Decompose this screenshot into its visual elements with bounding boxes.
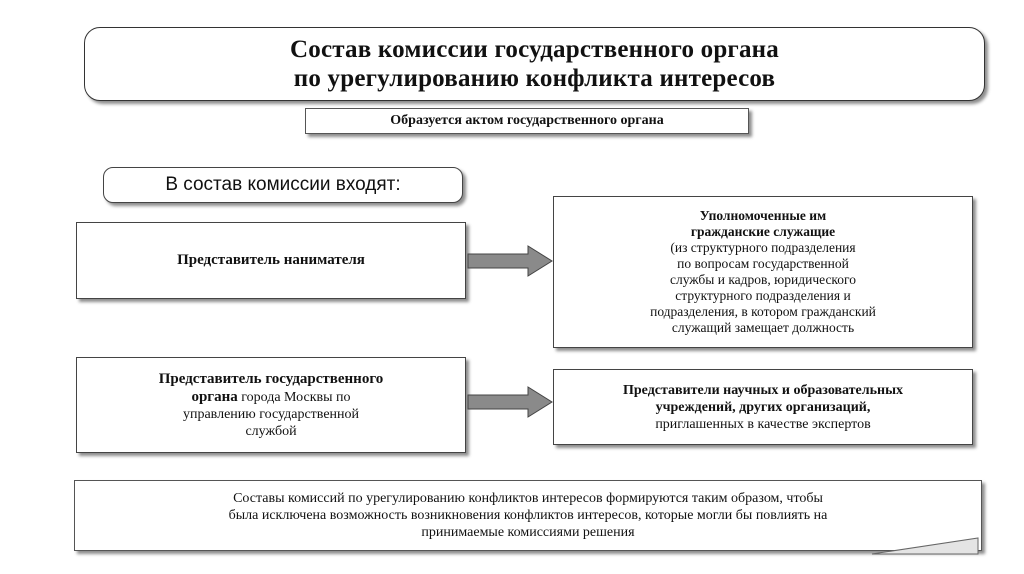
authorized-line-1: (из структурного подразделения: [670, 240, 856, 255]
authorized-line-2: по вопросам государственной: [677, 256, 849, 271]
gov-rep-box: Представитель государственного органа го…: [76, 357, 466, 453]
arrow-right-icon: [467, 245, 553, 277]
gov-rep-line-4: службой: [245, 424, 297, 439]
title-line-2: по урегулированию конфликта интересов: [293, 65, 776, 92]
authorized-line-4: структурного подразделения и: [675, 288, 851, 303]
note-line-3: принимаемые комиссиями решения: [421, 525, 635, 540]
composition-label-box: В состав комиссии входят:: [103, 167, 463, 203]
authorized-bold-line-1: Уполномоченные им: [699, 208, 827, 223]
employer-rep-text: Представитель нанимателя: [177, 252, 365, 268]
gov-rep-line-3: управлению государственной: [182, 407, 360, 422]
formed-by-text: Образуется актом государственного органа: [390, 113, 664, 128]
formed-by-box: Образуется актом государственного органа: [305, 108, 749, 134]
authorized-line-3: службы и кадров, юридического: [669, 272, 857, 287]
authorized-bold-line-2: гражданские служащие: [690, 224, 836, 239]
gov-rep-bold-part-2: органа: [191, 389, 238, 405]
arrow-right-icon: [467, 386, 553, 418]
authorized-line-5: подразделения, в котором гражданский: [650, 304, 876, 319]
title-line-1: Состав комиссии государственного органа: [290, 36, 779, 63]
folded-corner-icon: [871, 537, 979, 555]
authorized-line-6: служащий замещает должность: [671, 320, 855, 335]
employer-rep-box: Представитель нанимателя: [76, 222, 466, 299]
composition-label-text: В состав комиссии входят:: [165, 174, 401, 195]
experts-bold-line-1: Представители научных и образовательных: [622, 382, 904, 398]
title-box: Состав комиссии государственного органа …: [84, 27, 985, 101]
experts-bold-line-2: учреждений, других организаций,: [655, 399, 871, 415]
authorized-employees-box: Уполномоченные им гражданские служащие (…: [553, 196, 973, 348]
gov-rep-bold-line-1: Представитель государственного: [158, 371, 384, 387]
note-box: Составы комиссий по урегулированию конфл…: [74, 480, 982, 551]
gov-rep-line-2: органа города Москвы по: [191, 388, 350, 406]
gov-rep-normal-part-2: города Москвы по: [237, 390, 351, 405]
experts-box: Представители научных и образовательных …: [553, 369, 973, 445]
note-line-1: Составы комиссий по урегулированию конфл…: [233, 491, 823, 506]
experts-line-3: приглашенных в качестве экспертов: [655, 416, 871, 432]
note-line-2: была исключена возможность возникновения…: [228, 508, 828, 523]
